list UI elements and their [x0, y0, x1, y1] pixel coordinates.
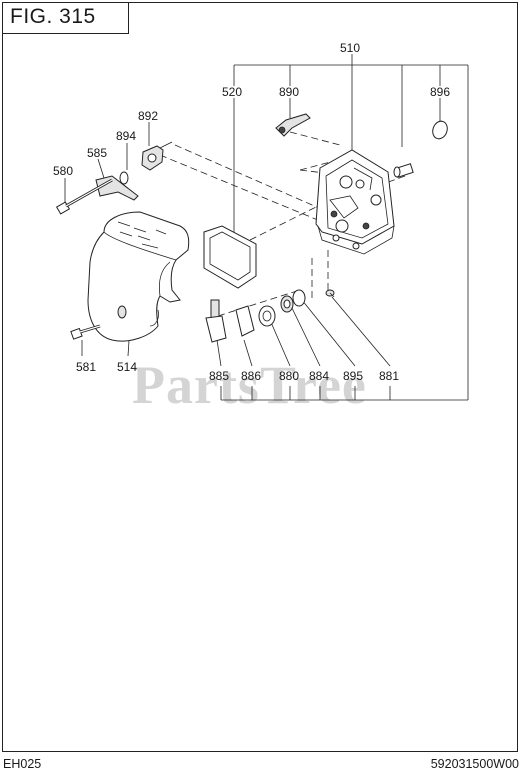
callout-885: 885 — [209, 369, 229, 383]
figure-title: FIG. 315 — [2, 2, 129, 34]
callout-580: 580 — [53, 164, 73, 178]
callout-581: 581 — [76, 360, 96, 374]
callout-510: 510 — [340, 41, 360, 55]
part-520-filter — [203, 225, 257, 289]
footer-model: EH025 — [3, 757, 42, 771]
part-896-oring — [432, 120, 448, 140]
leader-lines — [64, 54, 469, 401]
part-581-bolt — [70, 324, 101, 340]
part-881-screw — [325, 289, 335, 298]
part-580-bolt — [55, 178, 113, 215]
part-890-knob — [275, 113, 311, 137]
watermark: PartsTree — [132, 355, 367, 415]
callout-880: 880 — [279, 369, 299, 383]
part-895-oring — [292, 289, 306, 307]
callout-886: 886 — [241, 369, 261, 383]
part-885-gasket — [205, 299, 227, 343]
callout-514: 514 — [117, 360, 137, 374]
part-892-fitting — [141, 141, 173, 171]
callout-894: 894 — [116, 129, 136, 143]
diagram-frame — [2, 2, 518, 752]
callout-884: 884 — [309, 369, 329, 383]
footer-code: 592031500W00 — [430, 757, 519, 771]
callout-881: 881 — [379, 369, 399, 383]
part-514-cover — [87, 211, 190, 342]
part-585-bracket — [95, 175, 139, 201]
part-884-washer — [280, 295, 294, 313]
part-510-case — [315, 149, 395, 255]
callout-895: 895 — [343, 369, 363, 383]
callout-892: 892 — [138, 109, 158, 123]
callout-585: 585 — [87, 146, 107, 160]
part-pin — [393, 163, 414, 178]
callout-520: 520 — [222, 85, 242, 99]
callout-896: 896 — [430, 85, 450, 99]
part-886-plate — [235, 305, 255, 337]
callout-labels: 510 520 890 896 892 894 585 580 581 514 … — [53, 41, 450, 383]
callout-890: 890 — [279, 85, 299, 99]
part-880-seal — [258, 305, 276, 327]
part-894-washer — [119, 171, 129, 185]
